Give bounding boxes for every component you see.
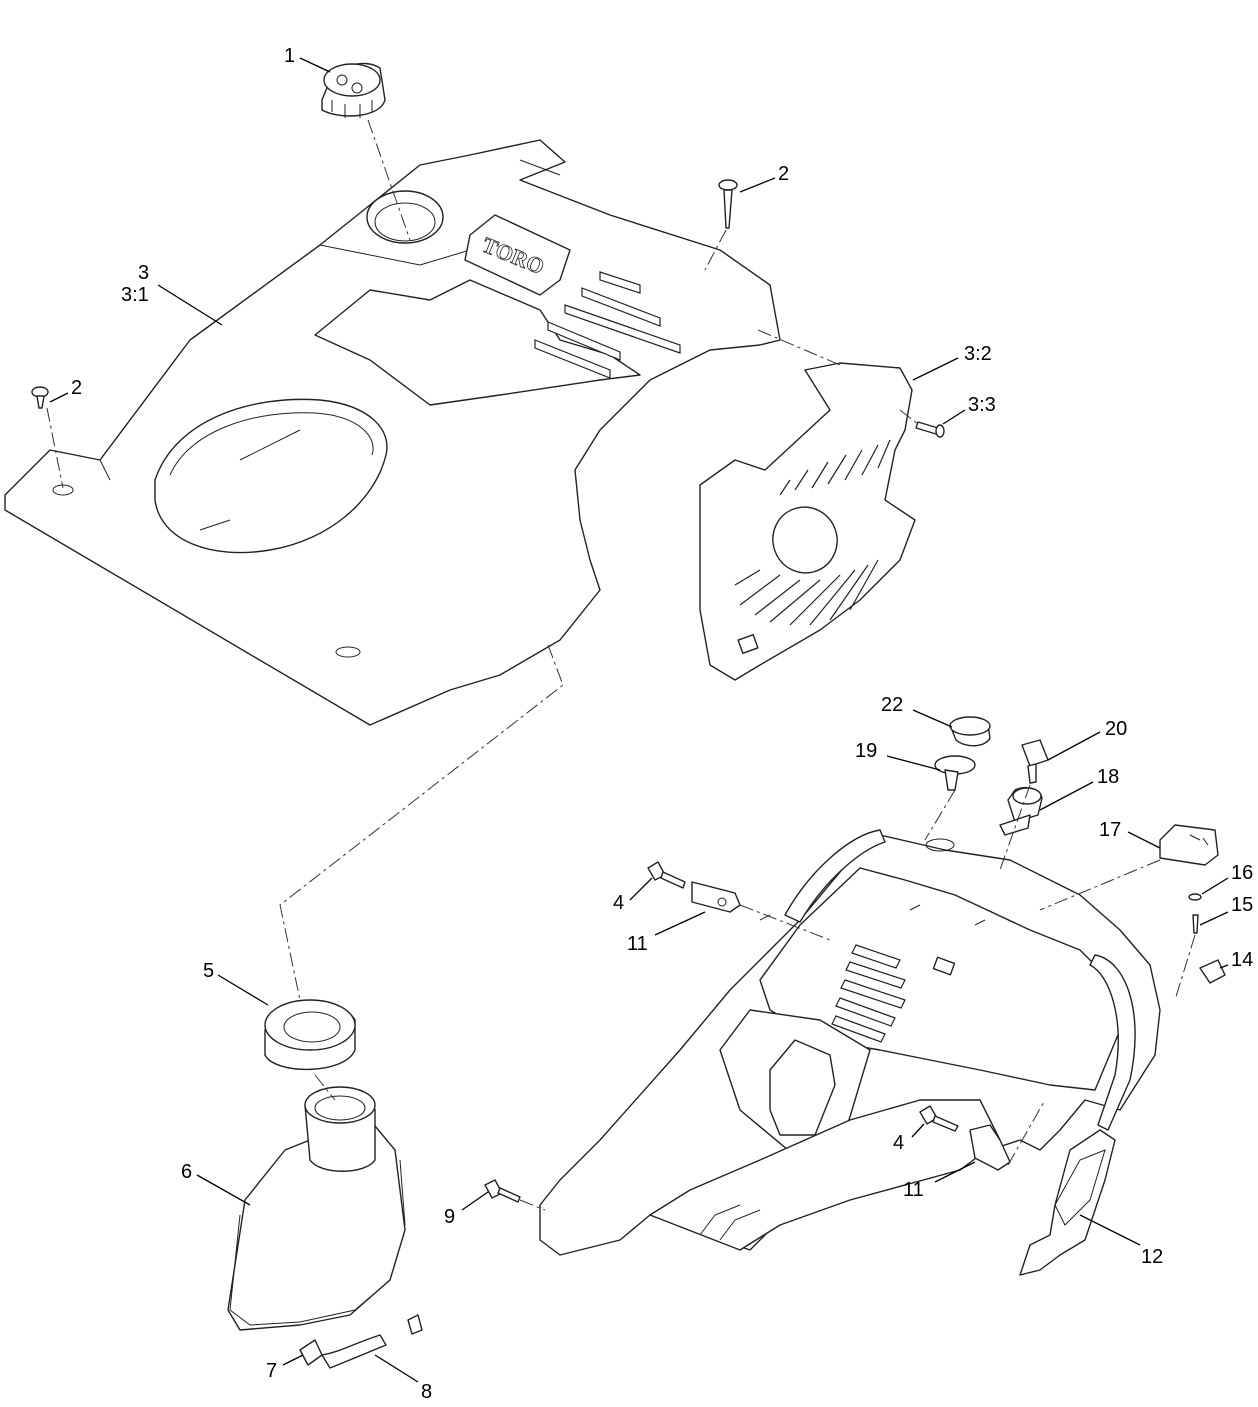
shroud-screw-top bbox=[718, 179, 738, 229]
choke-lever bbox=[1159, 824, 1219, 866]
ignition-switch bbox=[999, 786, 1043, 836]
callout-labels: 1 2 2 3 3:1 3:2 3:3 4 4 5 6 7 8 9 11 11 … bbox=[71, 45, 1253, 1403]
callout-17: 17 bbox=[1099, 819, 1121, 841]
bolt-lower bbox=[919, 1105, 959, 1132]
callout-7: 7 bbox=[266, 1360, 277, 1382]
knob-washer bbox=[934, 755, 976, 791]
engine-shroud: TORO bbox=[4, 139, 781, 726]
lever-screw bbox=[1192, 914, 1199, 934]
callout-18: 18 bbox=[1097, 766, 1119, 788]
console-slots bbox=[831, 944, 906, 1043]
plunger-knob bbox=[949, 716, 991, 747]
shroud-side-panel bbox=[699, 362, 916, 681]
console-bolt bbox=[484, 1179, 521, 1203]
callout-3-2: 3:2 bbox=[964, 343, 992, 365]
fuel-tank-grommet bbox=[264, 999, 356, 1071]
callout-14: 14 bbox=[1231, 949, 1253, 971]
leader-lines bbox=[49, 57, 1229, 1383]
alignment-lines bbox=[46, 119, 1196, 1211]
callout-2-left: 2 bbox=[71, 377, 82, 399]
callout-9: 9 bbox=[444, 1206, 455, 1228]
retainer-clip bbox=[1199, 959, 1226, 984]
side-panel-screw bbox=[915, 421, 945, 438]
callout-6: 6 bbox=[181, 1161, 192, 1183]
fuel-tank bbox=[227, 1086, 406, 1331]
callout-3: 3 bbox=[138, 262, 149, 284]
fuel-cap bbox=[321, 62, 386, 118]
shroud-vent-slots bbox=[534, 271, 681, 379]
callout-22: 22 bbox=[881, 694, 903, 716]
bolt-upper bbox=[647, 861, 686, 889]
callout-8: 8 bbox=[421, 1381, 432, 1403]
callout-15: 15 bbox=[1231, 894, 1253, 916]
side-bracket bbox=[1019, 1129, 1116, 1276]
callout-3-3: 3:3 bbox=[968, 394, 996, 416]
callout-11-upper: 11 bbox=[627, 933, 648, 955]
side-panel-slots bbox=[734, 439, 891, 626]
control-console bbox=[539, 829, 1161, 1256]
callout-16: 16 bbox=[1231, 862, 1253, 884]
lever-washer bbox=[1188, 893, 1202, 901]
callout-11-lower: 11 bbox=[903, 1179, 924, 1201]
fuel-line-clamp bbox=[299, 1339, 323, 1366]
callout-4-lower: 4 bbox=[893, 1132, 904, 1154]
callout-20: 20 bbox=[1105, 718, 1127, 740]
ignition-key bbox=[1021, 739, 1049, 784]
callout-5: 5 bbox=[203, 960, 214, 982]
callout-2-top: 2 bbox=[778, 163, 789, 185]
callout-1: 1 bbox=[284, 45, 295, 67]
callout-19: 19 bbox=[855, 740, 877, 762]
callout-4-upper: 4 bbox=[613, 892, 624, 914]
callout-12: 12 bbox=[1141, 1246, 1163, 1268]
shroud-screw-left bbox=[31, 386, 49, 409]
fuel-line-hose bbox=[321, 1314, 423, 1369]
clip-upper bbox=[691, 881, 741, 913]
callout-3-1: 3:1 bbox=[121, 284, 149, 306]
